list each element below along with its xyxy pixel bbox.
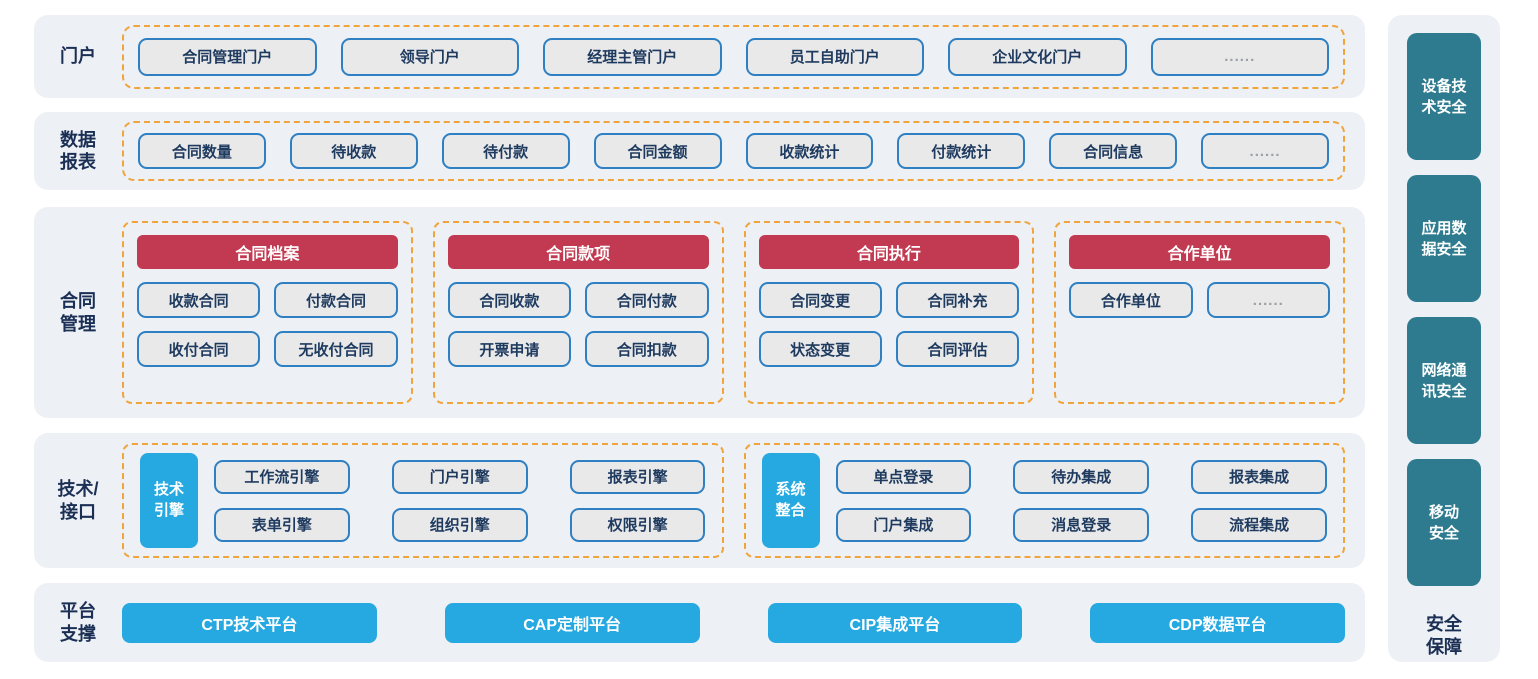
contract-group-funds: 合同款项 合同收款 合同付款 开票申请 合同扣款	[432, 221, 724, 404]
report-chip-payable[interactable]: 待付款	[441, 133, 570, 169]
report-chip-contract-count[interactable]: 合同数量	[138, 133, 266, 169]
contract-groups: 合同档案 收款合同 付款合同 收付合同 无收付合同 合同款项 合同收款 合同付款…	[122, 221, 1345, 404]
report-chip-contract-info[interactable]: 合同信息	[1049, 133, 1178, 169]
security-box-network: 网络通 讯安全	[1407, 317, 1481, 444]
contract-band-label: 合同 管理	[60, 291, 96, 334]
funds-chip-grid: 合同收款 合同付款 开票申请 合同扣款	[447, 282, 709, 367]
platform-button-cdp[interactable]: CDP数据平台	[1090, 602, 1345, 643]
chip-contract-deduction[interactable]: 合同扣款	[585, 331, 709, 367]
portal-band: 门户 合同管理门户 领导门户 经理主管门户 员工自助门户 企业文化门户 ....…	[34, 15, 1365, 98]
chip-partner-ellipsis[interactable]: ......	[1206, 282, 1330, 318]
chip-receipt-payment-contract[interactable]: 收付合同	[137, 331, 261, 367]
integration-chip-grid: 单点登录 待办集成 报表集成 门户集成 消息登录 流程集成	[835, 459, 1328, 542]
portal-chip-culture-portal[interactable]: 企业文化门户	[948, 37, 1127, 76]
security-box-mobile: 移动 安全	[1407, 459, 1481, 586]
security-panel: 设备技 术安全 应用数 据安全 网络通 讯安全 移动 安全 安全 保障	[1388, 15, 1500, 662]
tech-band: 技术/ 接口 技术 引擎 工作流引擎 门户引擎 报表引擎 表单引擎 组织引擎 权…	[34, 433, 1365, 568]
platform-buttons: CTP技术平台 CAP定制平台 CIP集成平台 CDP数据平台	[122, 602, 1345, 643]
security-box-app-data: 应用数 据安全	[1407, 175, 1481, 302]
chip-report-engine[interactable]: 报表引擎	[569, 459, 706, 494]
chip-invoice-request[interactable]: 开票申请	[447, 331, 572, 367]
report-chip-ellipsis[interactable]: ......	[1201, 133, 1329, 169]
reports-band: 数据 报表 合同数量 待收款 待付款 合同金额 收款统计 付款统计 合同信息 .…	[34, 112, 1365, 190]
report-chip-receivable[interactable]: 待收款	[289, 133, 418, 169]
chip-portal-engine[interactable]: 门户引擎	[391, 459, 528, 494]
tag-tech-engine: 技术 引擎	[140, 453, 198, 548]
chip-workflow-engine[interactable]: 工作流引擎	[214, 459, 350, 494]
chip-report-integration[interactable]: 报表集成	[1191, 459, 1327, 494]
chip-message-login[interactable]: 消息登录	[1013, 507, 1150, 542]
chip-contract-supplement[interactable]: 合同补充	[895, 282, 1020, 318]
tech-groups: 技术 引擎 工作流引擎 门户引擎 报表引擎 表单引擎 组织引擎 权限引擎 系统 …	[122, 443, 1345, 558]
contract-group-execution: 合同执行 合同变更 合同补充 状态变更 合同评估	[743, 221, 1035, 404]
contract-band: 合同 管理 合同档案 收款合同 付款合同 收付合同 无收付合同 合同款项 合同收…	[34, 207, 1365, 418]
chip-contract-payment[interactable]: 合同付款	[585, 282, 709, 318]
archive-chip-grid: 收款合同 付款合同 收付合同 无收付合同	[137, 282, 398, 367]
platform-button-cip[interactable]: CIP集成平台	[767, 602, 1023, 643]
execution-chip-grid: 合同变更 合同补充 状态变更 合同评估	[758, 282, 1020, 367]
engine-chip-grid: 工作流引擎 门户引擎 报表引擎 表单引擎 组织引擎 权限引擎	[214, 459, 706, 542]
portal-chip-employee-portal[interactable]: 员工自助门户	[745, 37, 924, 76]
contract-group-archive: 合同档案 收款合同 付款合同 收付合同 无收付合同	[122, 221, 413, 404]
chip-contract-evaluation[interactable]: 合同评估	[895, 331, 1020, 367]
chip-contract-change[interactable]: 合同变更	[758, 282, 882, 318]
chip-status-change[interactable]: 状态变更	[758, 331, 882, 367]
platform-band: 平台 支撑 CTP技术平台 CAP定制平台 CIP集成平台 CDP数据平台	[34, 583, 1365, 662]
reports-chip-group: 合同数量 待收款 待付款 合同金额 收款统计 付款统计 合同信息 ......	[122, 121, 1345, 181]
platform-button-ctp[interactable]: CTP技术平台	[122, 602, 377, 643]
portal-band-label: 门户	[60, 46, 96, 67]
report-chip-contract-amount[interactable]: 合同金额	[593, 133, 722, 169]
chip-todo-integration[interactable]: 待办集成	[1013, 459, 1150, 494]
chip-org-engine[interactable]: 组织引擎	[391, 507, 528, 542]
portal-chip-contract-portal[interactable]: 合同管理门户	[138, 37, 317, 76]
chip-contract-receipt[interactable]: 合同收款	[447, 282, 572, 318]
chip-portal-integration[interactable]: 门户集成	[835, 507, 972, 542]
report-chip-receipt-stats[interactable]: 收款统计	[745, 133, 874, 169]
security-panel-label: 安全 保障	[1426, 614, 1462, 657]
chip-partner-unit[interactable]: 合作单位	[1069, 282, 1193, 318]
group-header-partners: 合作单位	[1069, 235, 1330, 269]
chip-no-receipt-payment-contract[interactable]: 无收付合同	[274, 331, 398, 367]
tech-group-integration: 系统 整合 单点登录 待办集成 报表集成 门户集成 消息登录 流程集成	[743, 443, 1345, 558]
chip-payment-contract[interactable]: 付款合同	[274, 282, 398, 318]
platform-button-cap[interactable]: CAP定制平台	[444, 602, 700, 643]
report-chip-payment-stats[interactable]: 付款统计	[897, 133, 1026, 169]
tech-group-engines: 技术 引擎 工作流引擎 门户引擎 报表引擎 表单引擎 组织引擎 权限引擎	[122, 443, 724, 558]
chip-permission-engine[interactable]: 权限引擎	[569, 507, 706, 542]
security-box-device: 设备技 术安全	[1407, 33, 1481, 160]
chip-form-engine[interactable]: 表单引擎	[214, 507, 350, 542]
portal-chip-leader-portal[interactable]: 领导门户	[340, 37, 519, 76]
tag-system-integration: 系统 整合	[761, 453, 820, 548]
group-header-funds: 合同款项	[447, 235, 709, 269]
chip-single-sign-on[interactable]: 单点登录	[835, 459, 972, 494]
tech-band-label: 技术/ 接口	[57, 479, 99, 522]
group-header-execution: 合同执行	[758, 235, 1020, 269]
platform-band-label: 平台 支撑	[60, 601, 96, 644]
portal-chip-group: 合同管理门户 领导门户 经理主管门户 员工自助门户 企业文化门户 ......	[122, 24, 1345, 89]
portal-chip-manager-portal[interactable]: 经理主管门户	[543, 37, 722, 76]
chip-process-integration[interactable]: 流程集成	[1191, 507, 1327, 542]
reports-band-label: 数据 报表	[60, 129, 96, 173]
portal-chip-ellipsis[interactable]: ......	[1150, 37, 1329, 76]
chip-receipt-contract[interactable]: 收款合同	[137, 282, 261, 318]
contract-group-partners: 合作单位 合作单位 ......	[1054, 221, 1345, 404]
partners-chip-grid: 合作单位 ......	[1069, 282, 1330, 318]
group-header-archive: 合同档案	[137, 235, 398, 269]
